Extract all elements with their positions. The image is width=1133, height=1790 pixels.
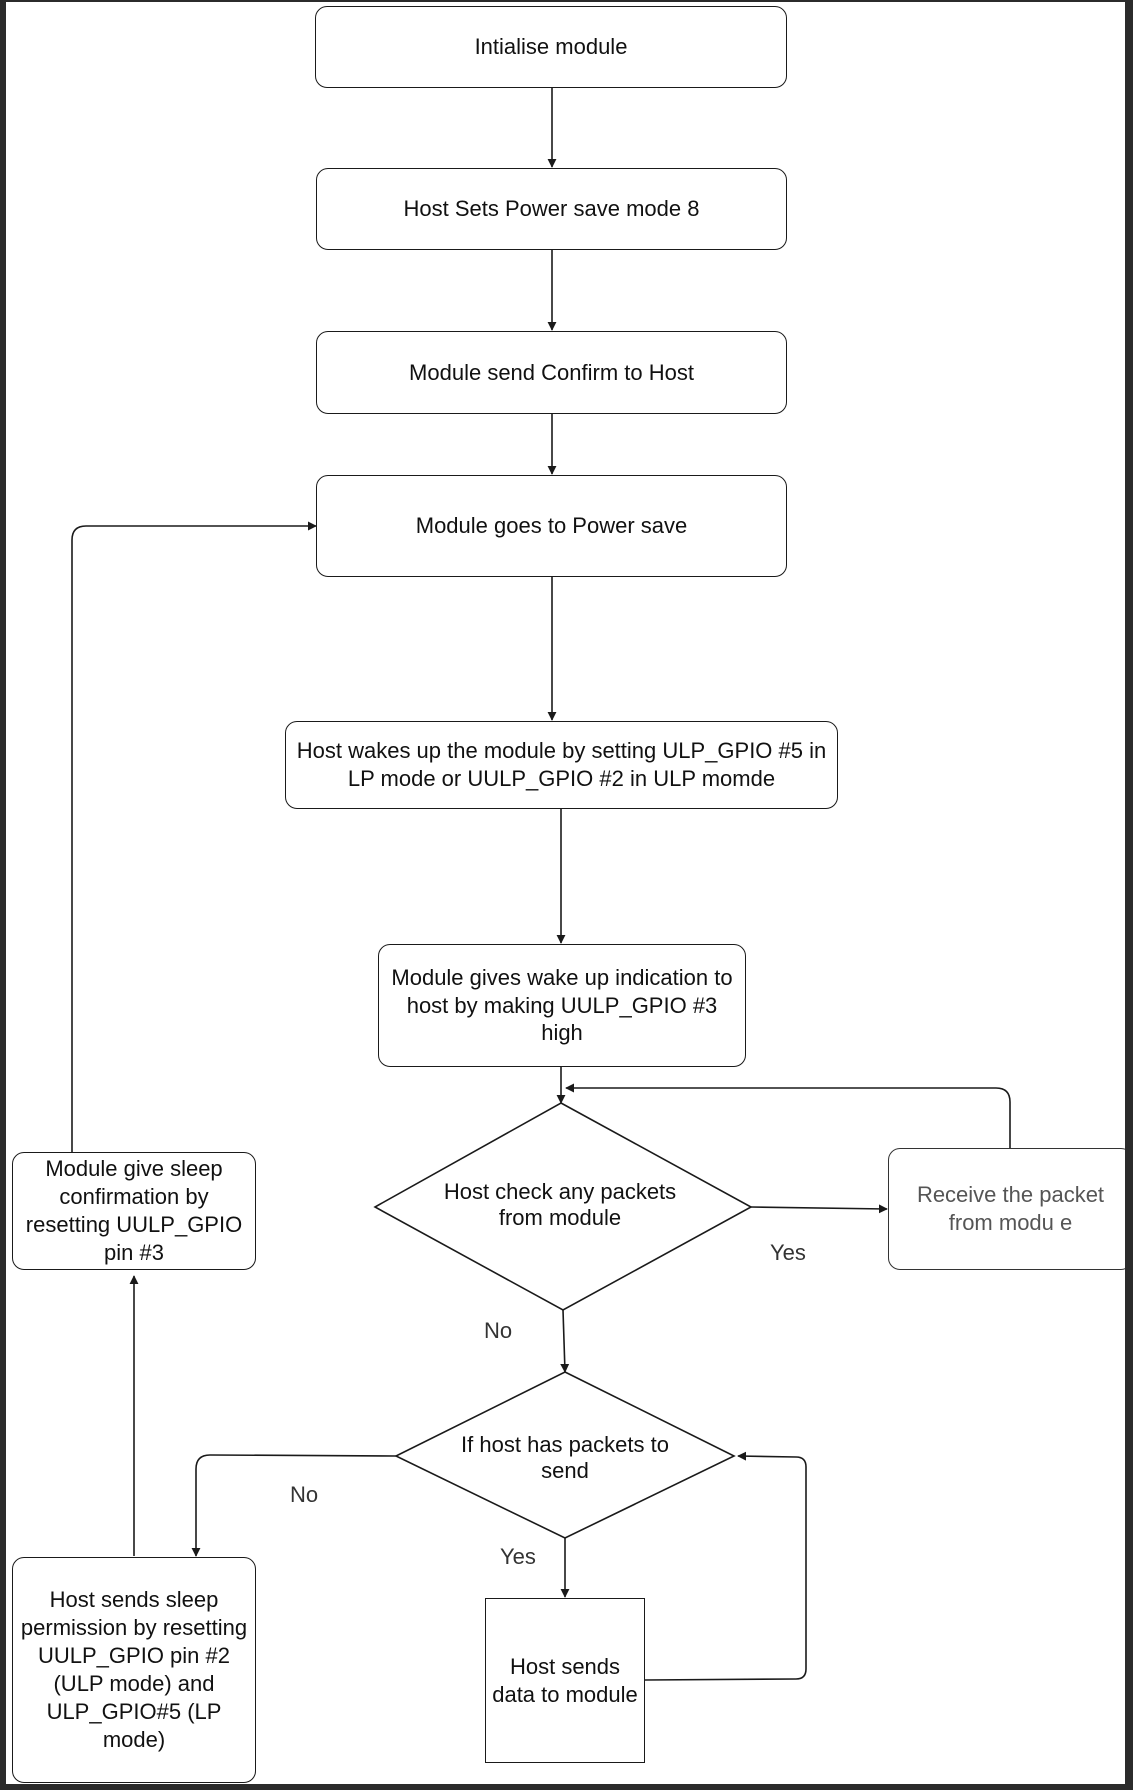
edge-label-check-no: No <box>484 1318 513 1343</box>
decision-check-packets: Host check any packets from module <box>443 1178 677 1230</box>
edge-sleep-conf-to-power-save <box>71 521 317 1152</box>
edge-label-send-yes: Yes <box>500 1544 536 1569</box>
edge-check-yes-to-receive <box>750 1204 888 1214</box>
step-receive-packet: Receive the packet from modu e <box>888 1148 1133 1270</box>
edge-label-check-yes: Yes <box>770 1240 806 1265</box>
step-initialise-module: Intialise module <box>315 6 787 88</box>
edge-send-data-back-to-has-packets <box>644 1451 807 1681</box>
edge-has-packets-no-to-sleep-perm <box>191 1454 397 1557</box>
edge-receive-back-to-check <box>565 1083 1011 1148</box>
step-host-sends-data: Host sends data to module <box>485 1598 645 1763</box>
step-host-sends-sleep-permission: Host sends sleep permission by resetting… <box>12 1557 256 1783</box>
step-host-wakes-module: Host wakes up the module by setting ULP_… <box>285 721 838 809</box>
step-module-power-save: Module goes to Power save <box>316 475 787 577</box>
decision-has-packets-shape <box>394 1371 736 1539</box>
decision-check-shape <box>373 1102 753 1311</box>
edge-label-send-no: No <box>290 1482 319 1507</box>
step-module-sleep-confirmation: Module give sleep confirmation by resett… <box>12 1152 256 1270</box>
step-module-send-confirm: Module send Confirm to Host <box>316 331 787 414</box>
step-set-power-save-mode: Host Sets Power save mode 8 <box>316 168 787 250</box>
step-wake-up-indication: Module gives wake up indication to host … <box>378 944 746 1067</box>
edge-check-no-to-has-packets <box>560 1309 570 1373</box>
decision-host-has-packets: If host has packets to send <box>461 1431 669 1483</box>
